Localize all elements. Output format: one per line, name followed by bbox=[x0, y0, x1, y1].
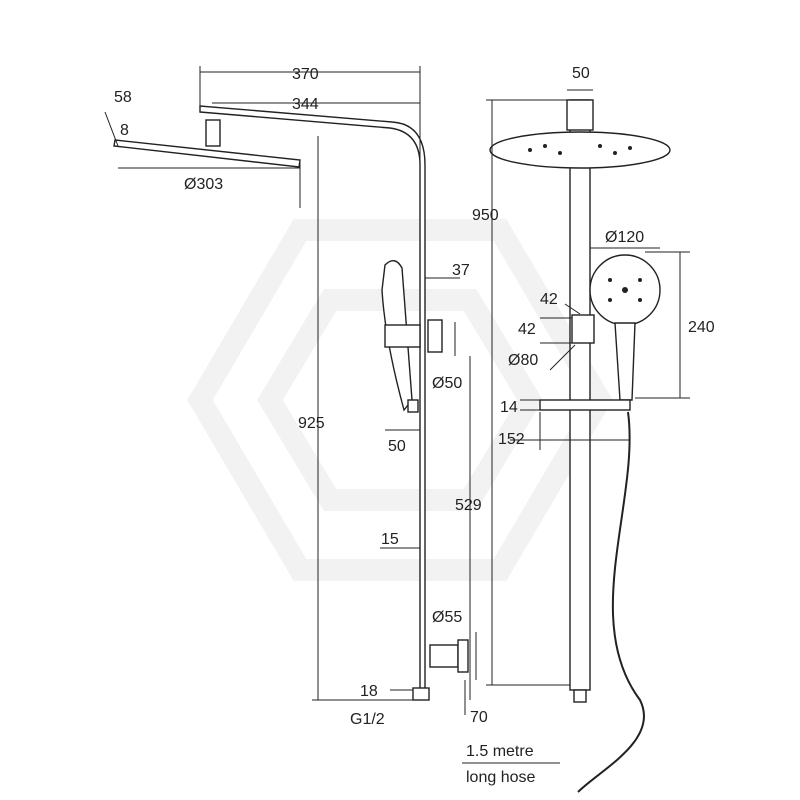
shelf bbox=[539, 399, 631, 411]
inlet-nut bbox=[412, 687, 430, 701]
front-view: 50 950 Ø120 42 42 Ø80 240 14 152 1.5 met… bbox=[462, 65, 715, 793]
dim-head-diameter: Ø303 bbox=[184, 176, 223, 193]
dim-mount-width: 50 bbox=[572, 65, 590, 82]
dim-overall-height: 950 bbox=[472, 207, 499, 224]
dim-shelf-thickness: 14 bbox=[500, 399, 518, 416]
inlet-elbow bbox=[429, 644, 459, 668]
dim-holder-height: 529 bbox=[455, 497, 482, 514]
bottom-inlet bbox=[573, 689, 587, 703]
dim-holder-bottom: 42 bbox=[518, 321, 536, 338]
holder-front bbox=[571, 314, 595, 344]
dim-total-height: 925 bbox=[298, 415, 325, 432]
dim-inlet-diameter: Ø55 bbox=[432, 609, 462, 626]
shower-head-front bbox=[489, 131, 671, 169]
dim-head-tilt: 58 bbox=[114, 89, 132, 106]
top-mount bbox=[566, 99, 594, 131]
spray-nozzles bbox=[528, 144, 642, 302]
dim-holder-offset: 37 bbox=[452, 262, 470, 279]
dim-holder-diameter: Ø80 bbox=[508, 352, 538, 369]
dim-head-thickness: 8 bbox=[120, 122, 129, 139]
dim-holder-depth: 50 bbox=[388, 438, 406, 455]
hose-connector bbox=[407, 399, 419, 413]
inlet-flange bbox=[457, 639, 469, 673]
handset-holder-side bbox=[384, 324, 421, 348]
side-view: 370 344 58 8 Ø303 925 37 Ø50 50 529 15 Ø… bbox=[104, 66, 488, 728]
dim-thread: G1/2 bbox=[350, 711, 385, 728]
hose-label-line1: 1.5 metre bbox=[466, 743, 534, 760]
front-dimension-lines bbox=[462, 89, 690, 764]
dim-inlet-height: 18 bbox=[360, 683, 378, 700]
dim-arm-width: 370 bbox=[292, 66, 319, 83]
handset-handle bbox=[614, 322, 636, 401]
holder-clamp bbox=[427, 319, 443, 353]
side-dimension-lines bbox=[104, 66, 477, 715]
shower-head-side bbox=[113, 139, 301, 168]
dim-holder-diameter: Ø50 bbox=[432, 375, 462, 392]
dim-handset-diameter: Ø120 bbox=[605, 229, 644, 246]
rail-front bbox=[569, 99, 591, 691]
swivel-joint bbox=[205, 119, 221, 147]
dim-holder-top: 42 bbox=[540, 291, 558, 308]
dim-handset-length: 240 bbox=[688, 319, 715, 336]
dim-rail-diameter: 15 bbox=[381, 531, 399, 548]
hose bbox=[577, 411, 645, 793]
dim-arm-reach: 344 bbox=[292, 96, 319, 113]
dim-shelf-width: 152 bbox=[498, 431, 525, 448]
hose-label-line2: long hose bbox=[466, 769, 535, 786]
shower-arm-rail bbox=[199, 105, 426, 691]
dim-inlet-offset: 70 bbox=[470, 709, 488, 726]
